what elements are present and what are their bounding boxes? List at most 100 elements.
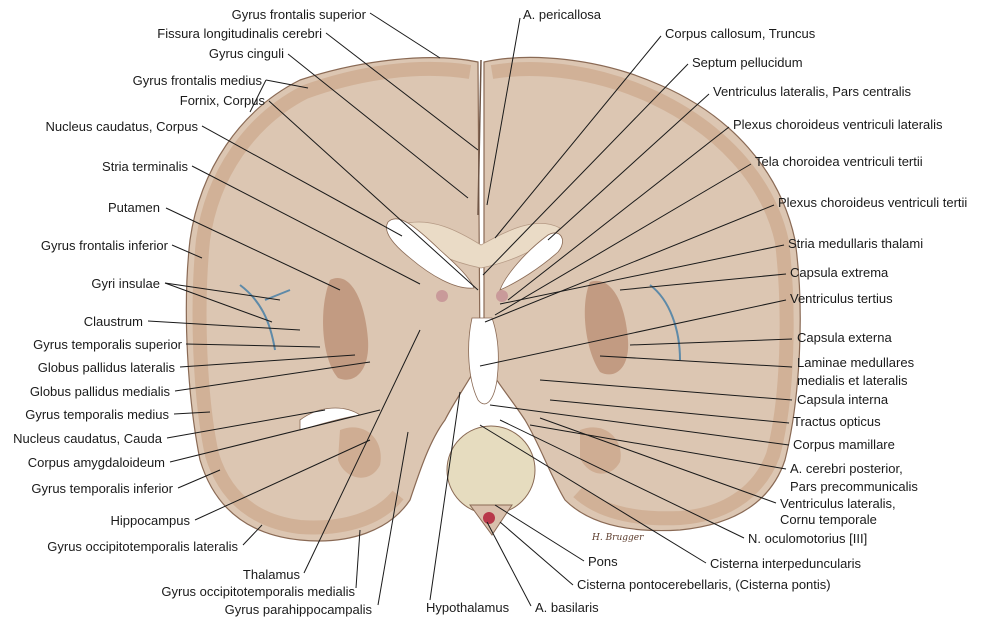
leader-line-gyrus-frontalis-inferior [171, 244, 203, 259]
leader-line-gyrus-frontalis-superior [369, 12, 441, 59]
label-corpus-amygdaloideum: Corpus amygdaloideum [28, 455, 165, 470]
basilar-artery [483, 512, 495, 524]
label-laminae-medullares-1: Laminae medullares [797, 355, 915, 370]
label-cisterna-interpeduncularis: Cisterna interpeduncularis [710, 556, 862, 571]
leader-line-capsula-externa [629, 338, 793, 346]
leader-line-stria-terminalis [191, 165, 421, 285]
artist-signature: H. Brugger [591, 533, 644, 543]
label-a-basilaris: A. basilaris [535, 600, 599, 615]
leader-line-capsula-extrema [619, 273, 787, 291]
leader-line-plexus-choroideus-vt [484, 204, 775, 323]
label-hippocampus: Hippocampus [111, 513, 191, 528]
label-gyrus-cinguli: Gyrus cinguli [209, 46, 284, 61]
label-gyrus-occipitotemporalis-medialis: Gyrus occipitotemporalis medialis [161, 584, 355, 599]
leader-line-corpus-amygdaloideum [169, 409, 381, 463]
leader-line-a-cerebri-posterior-1 [529, 424, 787, 470]
right-cortex-band [490, 62, 794, 526]
leader-line-a-pericallosa [486, 17, 521, 206]
label-pons: Pons [588, 554, 618, 569]
leader-line-hippocampus [194, 439, 371, 521]
longitudinal-fissure [477, 59, 482, 216]
label-tela-choroidea-vt: Tela choroidea ventriculi tertii [755, 154, 923, 169]
leader-line-stria-medullaris-thalami [499, 244, 785, 305]
third-ventricle [468, 317, 499, 405]
leader-line-tela-choroidea-vt [494, 163, 752, 316]
label-ventriculus-lateralis-cornu-1: Ventriculus lateralis, [780, 496, 896, 511]
label-globus-pallidus-medialis: Globus pallidus medialis [30, 384, 171, 399]
right-lateral-ventricle [499, 232, 563, 291]
label-a-cerebri-posterior-1: A. cerebri posterior, [790, 461, 903, 476]
label-thalamus: Thalamus [243, 567, 301, 582]
pons-shape [446, 425, 536, 515]
leader-line-septum-pellucidum [482, 63, 689, 276]
label-fornix-corpus: Fornix, Corpus [180, 93, 266, 108]
label-nucleus-caudatus-cauda: Nucleus caudatus, Cauda [13, 431, 163, 446]
label-gyrus-temporalis-inferior: Gyrus temporalis inferior [31, 481, 173, 496]
leader-line-gyrus-temporalis-inferior [177, 469, 221, 489]
brain-illustration: H. Brugger [185, 56, 801, 543]
label-gyrus-frontalis-superior: Gyrus frontalis superior [232, 7, 367, 22]
leader-line-thalamus [303, 329, 421, 574]
leader-line-gyrus-cinguli [287, 53, 469, 199]
label-claustrum: Claustrum [84, 314, 143, 329]
label-gyrus-frontalis-inferior: Gyrus frontalis inferior [41, 238, 169, 253]
label-putamen: Putamen [108, 200, 160, 215]
leader-line-capsula-interna [539, 379, 793, 401]
label-gyrus-temporalis-medius: Gyrus temporalis medius [25, 407, 169, 422]
label-capsula-interna: Capsula interna [797, 392, 889, 407]
label-fissura-longitudinalis: Fissura longitudinalis cerebri [157, 26, 322, 41]
label-hypothalamus: Hypothalamus [426, 600, 510, 615]
label-tractus-opticus: Tractus opticus [793, 414, 881, 429]
leader-line-ventriculus-lateralis-cornu-1 [539, 417, 777, 504]
right-insula [649, 284, 681, 361]
left-hippocampus [338, 427, 381, 478]
label-gyri-insulae: Gyri insulae [91, 276, 160, 291]
leader-line-gyri-insulae [164, 282, 281, 301]
label-gyrus-temporalis-superior: Gyrus temporalis superior [33, 337, 182, 352]
right-putamen [584, 280, 629, 375]
label-ventriculus-lateralis-pars-centralis: Ventriculus lateralis, Pars centralis [713, 84, 911, 99]
label-corpus-mamillare: Corpus mamillare [793, 437, 895, 452]
leader-line-hypothalamus [429, 391, 461, 601]
label-stria-medullaris-thalami: Stria medullaris thalami [788, 236, 923, 251]
label-gyrus-parahippocampalis: Gyrus parahippocampalis [225, 602, 373, 617]
label-nucleus-caudatus-corpus: Nucleus caudatus, Corpus [46, 119, 199, 134]
label-septum-pellucidum: Septum pellucidum [692, 55, 803, 70]
leader-line-gyrus-temporalis-superior [185, 343, 321, 348]
right-hemisphere [483, 56, 801, 532]
leader-line-corpus-callosum-truncus [494, 35, 662, 239]
label-stria-terminalis: Stria terminalis [102, 159, 188, 174]
leader-line-pons [494, 504, 585, 562]
leader-line-plexus-choroideus-vl [507, 126, 730, 301]
left-putamen [323, 278, 369, 380]
label-a-cerebri-posterior-2: Pars precommunicalis [790, 479, 918, 494]
leader-line-nucleus-caudatus-corpus [201, 125, 403, 237]
leader-line-gyrus-parahippocampalis [377, 431, 409, 606]
leader-line-a-basilaris [486, 521, 532, 607]
leader-line-corpus-mamillare [489, 404, 790, 446]
leader-line-ventriculus-tertius [479, 299, 787, 367]
label-ventriculus-tertius: Ventriculus tertius [790, 291, 893, 306]
leader-line-putamen [165, 207, 341, 291]
leader-line-globus-pallidus-medialis [174, 361, 371, 392]
leader-line-cisterna-pontocerebellaris [499, 521, 574, 586]
leader-line-fissura-longitudinalis [325, 32, 479, 151]
leader-line-fornix-corpus [268, 100, 479, 291]
label-capsula-externa: Capsula externa [797, 330, 892, 345]
leader-line-gyrus-occipitotemporalis-medialis [355, 529, 361, 589]
leader-line-ventriculus-lateralis-pars-centralis [547, 93, 710, 241]
label-laminae-medullares-2: medialis et lateralis [797, 373, 908, 388]
leader-lines [147, 12, 793, 607]
left-choroid-plexus [436, 290, 448, 302]
label-cisterna-pontocerebellaris: Cisterna pontocerebellaris, (Cisterna po… [577, 577, 831, 592]
label-gyrus-frontalis-medius: Gyrus frontalis medius [133, 73, 263, 88]
corpus-callosum [399, 221, 561, 269]
leader-line-globus-pallidus-lateralis [179, 354, 356, 368]
leader-line-cisterna-interpeduncularis [479, 424, 707, 564]
leader-line-gyrus-temporalis-medius [173, 411, 211, 415]
leader-line-gyri-insulae [164, 282, 273, 323]
leader-line-n-oculomotorius [499, 419, 745, 539]
label-plexus-choroideus-vt: Plexus choroideus ventriculi tertii [778, 195, 967, 210]
